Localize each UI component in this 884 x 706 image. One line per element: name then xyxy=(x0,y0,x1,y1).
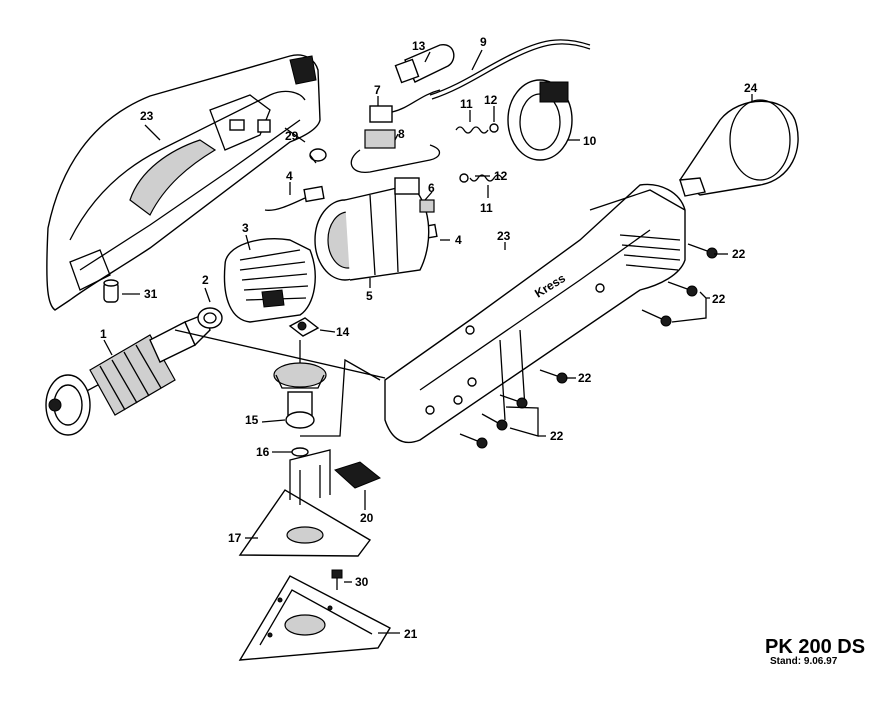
gear-spindle-15 xyxy=(273,340,327,429)
label-4-lower: 4 xyxy=(455,233,462,247)
part-29-sleeve xyxy=(309,148,327,164)
label-3: 3 xyxy=(242,221,249,235)
label-1: 1 xyxy=(100,327,107,341)
label-13: 13 xyxy=(412,39,426,53)
assembly-line xyxy=(174,329,386,379)
dust-adapter-24 xyxy=(679,99,799,197)
label-8: 8 xyxy=(398,127,405,141)
label-12-lower: 12 xyxy=(494,169,508,183)
label-4-upper: 4 xyxy=(286,169,293,183)
label-31: 31 xyxy=(144,287,158,301)
label-30: 30 xyxy=(355,575,369,589)
screw-30 xyxy=(331,569,343,590)
spring-11-12-lower xyxy=(459,173,503,183)
part-14-cap xyxy=(288,317,320,337)
sanding-base-17 xyxy=(238,449,372,557)
label-11-lower: 11 xyxy=(480,201,493,215)
label-15: 15 xyxy=(245,413,259,427)
revision-date: Stand: 9.06.97 xyxy=(770,656,838,667)
label-22-a: 22 xyxy=(732,247,746,261)
label-23-left: 23 xyxy=(140,109,154,123)
screws-22 xyxy=(459,243,718,449)
part-31-sleeve xyxy=(103,279,119,303)
leader-lines xyxy=(103,49,753,634)
label-5: 5 xyxy=(366,289,373,303)
label-20: 20 xyxy=(360,511,374,525)
label-12-upper: 12 xyxy=(484,93,498,107)
label-11-upper: 11 xyxy=(460,97,473,111)
right-housing-half: Kress xyxy=(384,183,686,444)
label-21: 21 xyxy=(404,627,418,641)
label-23-right: 23 xyxy=(497,229,511,243)
cable-protector-13 xyxy=(394,44,455,84)
cable-part-9 xyxy=(429,39,591,100)
motor-housing-part-5 xyxy=(314,184,430,281)
label-9: 9 xyxy=(480,35,487,49)
label-24: 24 xyxy=(744,81,758,95)
part-20 xyxy=(334,461,381,489)
assembly-line xyxy=(300,358,381,437)
label-29: 29 xyxy=(285,129,299,143)
label-22-d: 22 xyxy=(550,429,564,443)
brush-holder-4a xyxy=(264,185,325,211)
label-22-c: 22 xyxy=(578,371,592,385)
sanding-pad-21 xyxy=(238,575,391,661)
part-6-switch xyxy=(394,177,435,213)
field-coil-part-3 xyxy=(223,238,316,323)
washer-16 xyxy=(291,447,309,457)
part-10-clamp xyxy=(507,79,573,161)
left-housing-half xyxy=(46,54,321,311)
label-6: 6 xyxy=(428,181,435,195)
label-22-b: 22 xyxy=(712,292,726,306)
label-16: 16 xyxy=(256,445,270,459)
label-10: 10 xyxy=(583,134,597,148)
wiring-part-7-8 xyxy=(350,89,441,173)
label-2: 2 xyxy=(202,273,209,287)
part-2-bearing xyxy=(197,307,223,329)
model-title: PK 200 DS xyxy=(765,636,866,658)
spring-11-12-upper xyxy=(455,123,499,134)
label-7: 7 xyxy=(374,83,381,97)
label-17: 17 xyxy=(228,531,242,545)
label-14: 14 xyxy=(336,325,350,339)
